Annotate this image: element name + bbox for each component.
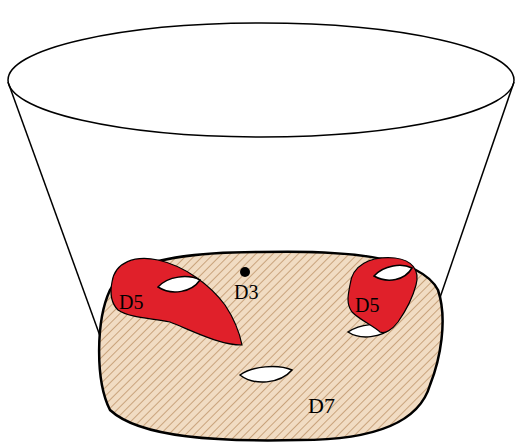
region-label: D5 bbox=[355, 294, 379, 316]
cone-side bbox=[8, 82, 108, 358]
d7-brane-shape bbox=[99, 252, 442, 441]
brane-label: D3 bbox=[234, 281, 258, 303]
d5-brane-shape bbox=[111, 258, 242, 345]
region-label: D7 bbox=[308, 394, 335, 418]
hole bbox=[158, 277, 200, 292]
d7-brane: D7 D5 D5 bbox=[92, 246, 452, 444]
d3-brane-dot bbox=[240, 267, 250, 277]
cone-rim bbox=[8, 23, 514, 137]
d5-brane-shape bbox=[348, 258, 417, 333]
hole bbox=[374, 265, 412, 280]
region-label: D5 bbox=[119, 291, 143, 313]
hole bbox=[240, 367, 292, 382]
d5-brane: D5 bbox=[344, 254, 424, 338]
d5-brane: D5 bbox=[106, 252, 248, 350]
